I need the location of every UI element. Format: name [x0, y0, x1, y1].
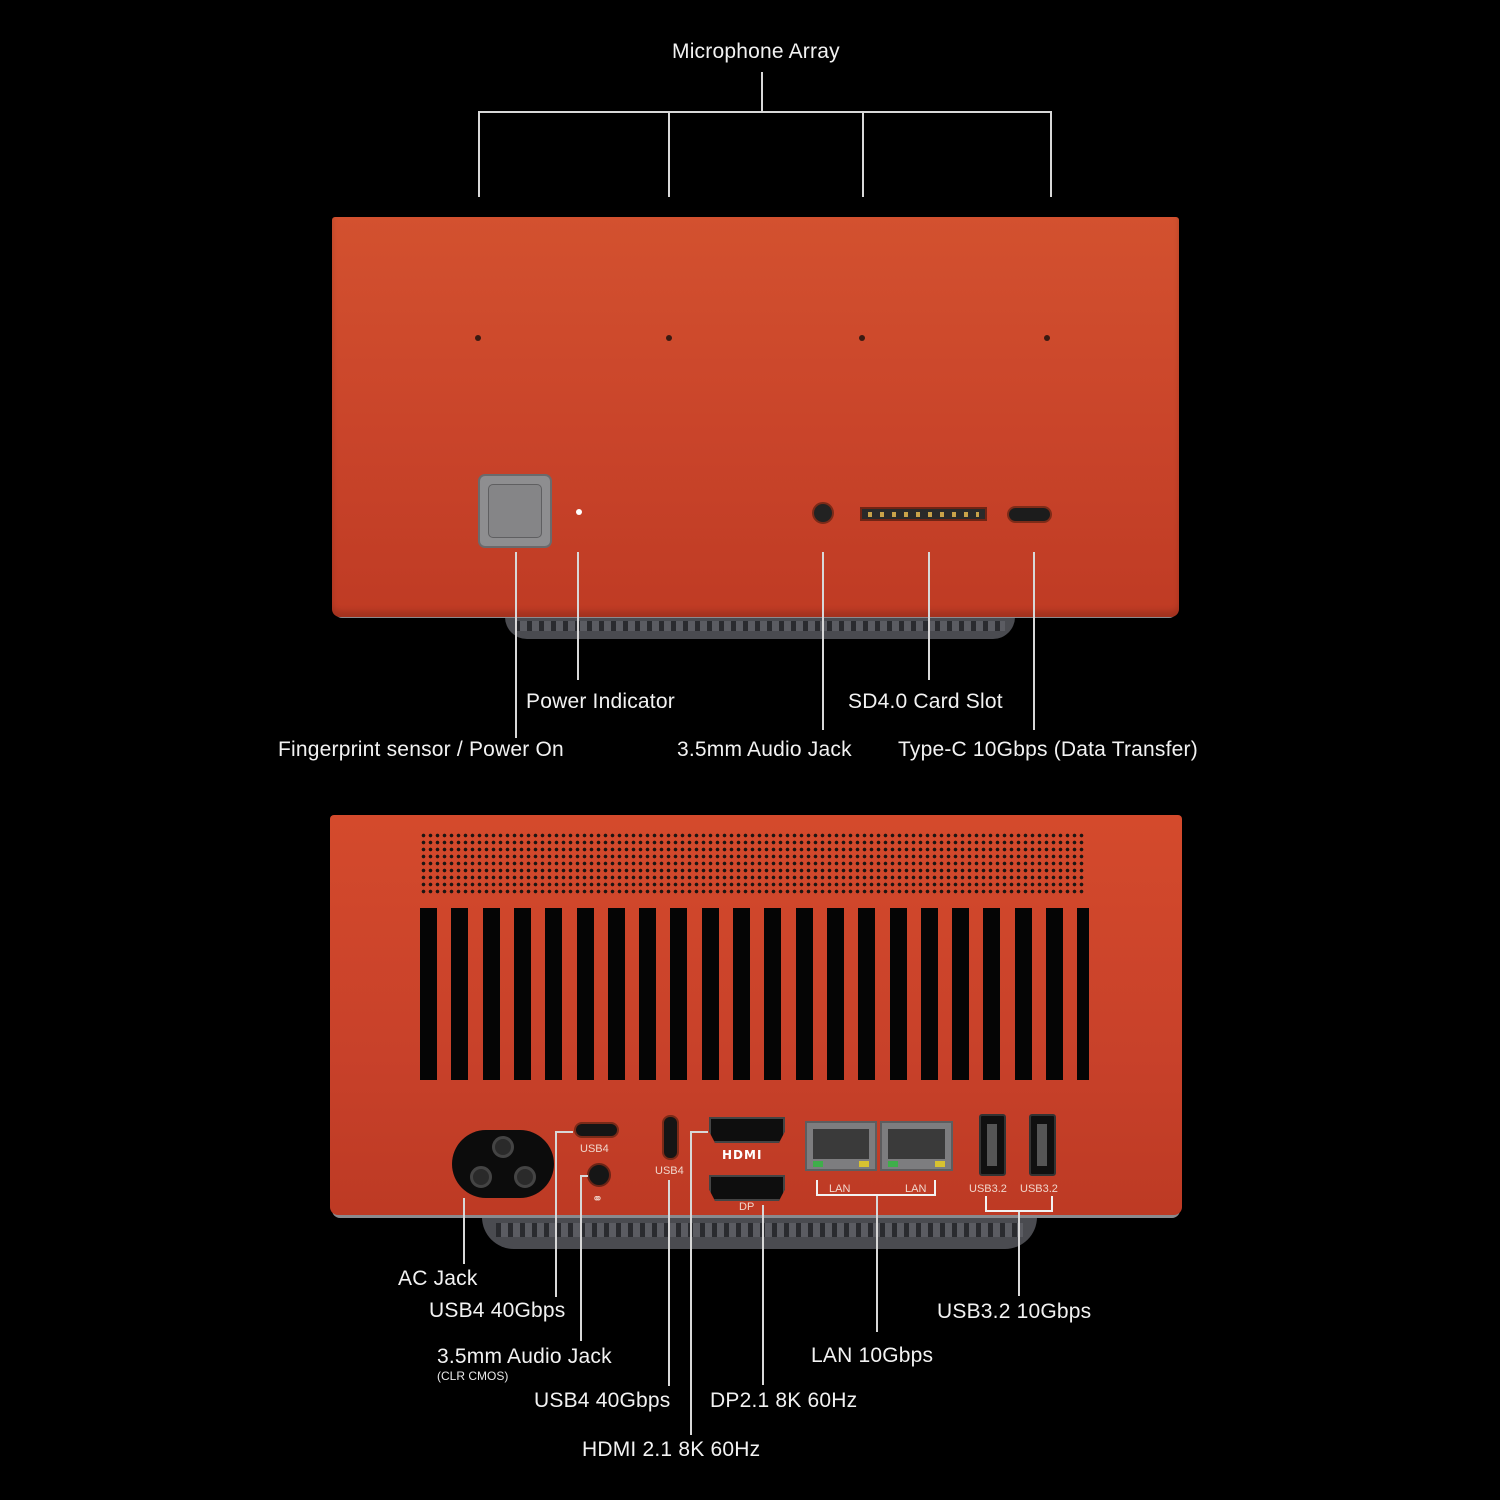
cooling-slot: [1077, 908, 1090, 1080]
lan-port: [805, 1121, 877, 1171]
leader-line: [690, 1131, 692, 1435]
usb32-port: [979, 1114, 1006, 1176]
leader-line: [1018, 1212, 1020, 1296]
cooling-slot: [482, 908, 500, 1080]
label-power-indicator: Power Indicator: [526, 690, 675, 713]
rear-base-vent: [482, 1217, 1037, 1249]
label-microphone-array: Microphone Array: [672, 40, 840, 63]
cooling-slot: [983, 908, 1001, 1080]
lan-port-label: LAN: [905, 1183, 927, 1195]
cooling-slot: [576, 908, 594, 1080]
displayport-port: [709, 1175, 785, 1201]
leader-line: [515, 552, 517, 738]
cooling-slot: [545, 908, 563, 1080]
label-rear-audio-jack: 3.5mm Audio Jack: [437, 1345, 612, 1368]
usb4-port-vertical: [662, 1115, 679, 1160]
label-usb4-40gbps-a: USB4 40Gbps: [429, 1299, 566, 1322]
leader-line: [1033, 552, 1035, 730]
label-dp: DP2.1 8K 60Hz: [710, 1389, 858, 1412]
leader-line: [762, 1205, 764, 1385]
usb4-port-label: USB4: [580, 1143, 609, 1155]
leader-line: [463, 1198, 465, 1264]
cooling-slot: [1046, 908, 1063, 1080]
lan-bracket: [816, 1180, 936, 1196]
cooling-slot: [764, 908, 782, 1080]
leader-line: [478, 111, 480, 197]
label-clr-cmos: (CLR CMOS): [437, 1369, 509, 1383]
label-lan: LAN 10Gbps: [811, 1344, 934, 1367]
microphone-hole: [666, 335, 672, 341]
cooling-slot: [795, 908, 813, 1080]
dp-port-label: DP: [739, 1201, 755, 1213]
leader-line: [555, 1131, 557, 1297]
microphone-hole: [475, 335, 481, 341]
label-hdmi: HDMI 2.1 8K 60Hz: [582, 1438, 761, 1461]
cooling-slot: [670, 908, 688, 1080]
cooling-slot: [920, 908, 938, 1080]
lan-port: [880, 1121, 953, 1171]
cooling-slot: [733, 908, 750, 1080]
label-sd-card-slot: SD4.0 Card Slot: [848, 690, 1003, 713]
leader-line: [668, 111, 670, 197]
cooling-slot: [952, 908, 970, 1080]
label-usb32: USB3.2 10Gbps: [937, 1300, 1092, 1323]
usb32-port-label: USB3.2: [1020, 1183, 1058, 1195]
leader-line: [822, 552, 824, 730]
usb32-port-label: USB3.2: [969, 1183, 1007, 1195]
leader-line: [478, 111, 1052, 113]
usb32-bracket: [985, 1196, 1053, 1212]
leader-line: [690, 1131, 708, 1133]
power-indicator-led: [576, 509, 582, 515]
cooling-slot: [420, 908, 437, 1080]
cooling-slot: [889, 908, 907, 1080]
leader-line: [928, 552, 930, 680]
leader-line: [761, 72, 763, 112]
ac-power-jack: [452, 1130, 554, 1198]
leader-line: [862, 111, 864, 197]
device-front-panel: [332, 217, 1179, 617]
usb4-port-label: USB4: [655, 1165, 684, 1177]
headphone-icon: ⚭: [592, 1191, 603, 1206]
cooling-slot: [858, 908, 876, 1080]
cooling-slot: [607, 908, 625, 1080]
cooling-slot: [513, 908, 531, 1080]
cooling-slot: [1014, 908, 1032, 1080]
rear-perforated-vent: [420, 832, 1084, 894]
leader-line: [668, 1180, 670, 1386]
label-front-audio-jack: 3.5mm Audio Jack: [677, 738, 852, 761]
microphone-hole: [859, 335, 865, 341]
front-audio-jack: [812, 502, 834, 524]
usb4-port-horizontal: [574, 1122, 619, 1138]
label-usb4-40gbps-b: USB4 40Gbps: [534, 1389, 671, 1412]
lan-port-label: LAN: [829, 1183, 851, 1195]
leader-line: [555, 1131, 573, 1133]
cooling-slot: [826, 908, 844, 1080]
leader-line: [580, 1175, 582, 1341]
leader-line: [577, 552, 579, 680]
label-type-c: Type-C 10Gbps (Data Transfer): [898, 738, 1198, 761]
rear-audio-jack: [587, 1163, 611, 1187]
cooling-slot: [701, 908, 719, 1080]
leader-line: [1050, 111, 1052, 197]
label-ac-jack: AC Jack: [398, 1267, 478, 1290]
leader-line: [580, 1175, 588, 1177]
hdmi-logo: HDMI: [722, 1148, 763, 1162]
front-base-vent: [505, 617, 1015, 639]
front-type-c-port: [1007, 506, 1052, 523]
fingerprint-sensor-pad: [488, 484, 542, 538]
cooling-slot: [451, 908, 469, 1080]
label-fingerprint-sensor: Fingerprint sensor / Power On: [278, 738, 564, 761]
cooling-slot: [639, 908, 657, 1080]
sd-card-slot: [860, 507, 987, 521]
hdmi-port: [709, 1117, 785, 1143]
microphone-hole: [1044, 335, 1050, 341]
usb32-port: [1029, 1114, 1056, 1176]
leader-line: [876, 1196, 878, 1332]
